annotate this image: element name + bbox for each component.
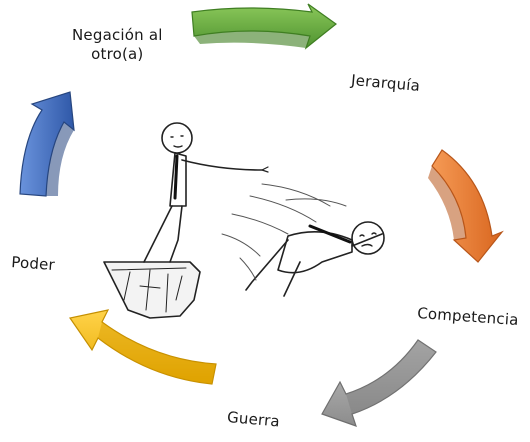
green-arrow-icon xyxy=(191,3,337,50)
gray-arrow-icon xyxy=(321,339,437,427)
label-negacion: Negación al otro(a) xyxy=(72,26,163,64)
yellow-arrow-icon xyxy=(68,309,217,385)
label-poder: Poder xyxy=(10,253,56,274)
illustration-businessman-push-icon xyxy=(103,122,385,319)
label-negacion-line2: otro(a) xyxy=(91,45,144,63)
label-negacion-line1: Negación al xyxy=(72,26,163,44)
blue-arrow-icon xyxy=(19,91,75,197)
orange-arrow-icon xyxy=(428,149,504,263)
